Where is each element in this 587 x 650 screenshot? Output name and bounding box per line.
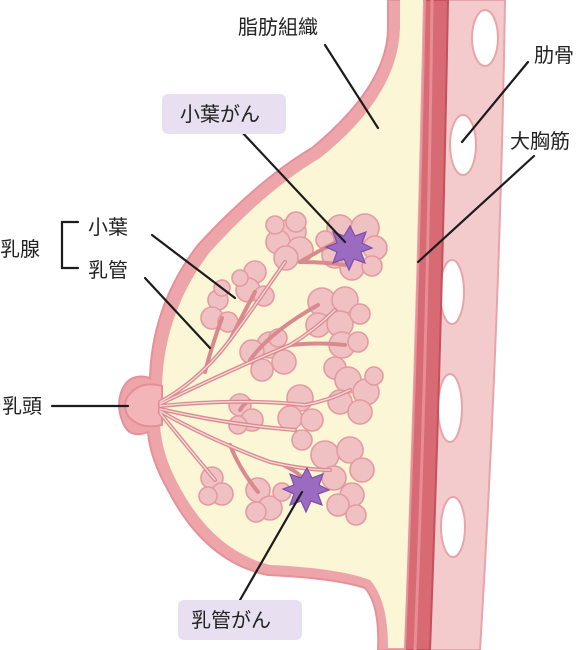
mammary-gland-bracket <box>60 220 80 270</box>
rib-3 <box>439 259 465 325</box>
leader-lobular-cancer <box>238 128 347 244</box>
label-ductal-cancer: 乳管がん <box>191 608 271 632</box>
leader-pectoralis <box>416 154 536 264</box>
leader-rib <box>460 60 530 144</box>
rib-4 <box>437 373 463 443</box>
leader-ductal-cancer <box>238 490 304 602</box>
leader-duct <box>143 276 212 350</box>
label-nipple: 乳頭 <box>2 394 42 418</box>
label-duct: 乳管 <box>88 258 128 282</box>
label-rib: 肋骨 <box>534 43 574 67</box>
ribs <box>437 9 499 558</box>
leader-fat-tissue <box>323 43 380 130</box>
lobular-cancer-tumor <box>324 224 374 272</box>
lobule-cluster <box>310 436 375 526</box>
rib-5 <box>440 496 466 558</box>
lobule-cluster <box>265 211 314 271</box>
ductal-cancer-tumor <box>281 466 331 514</box>
label-lobular-cancer: 小葉がん <box>180 102 260 126</box>
leader-lines <box>50 43 536 602</box>
ducts <box>158 238 352 494</box>
ductal-cancer-tag <box>178 600 302 640</box>
rib-1 <box>471 9 499 67</box>
label-pectoralis-major: 大胸筋 <box>510 129 570 153</box>
lobular-cancer-tag <box>162 94 286 134</box>
leader-lobule <box>150 233 237 300</box>
rib-2 <box>449 114 477 176</box>
label-lobule: 小葉 <box>88 215 128 239</box>
label-mammary-gland: 乳腺 <box>0 237 40 261</box>
label-fat-tissue: 脂肪組織 <box>238 15 318 39</box>
